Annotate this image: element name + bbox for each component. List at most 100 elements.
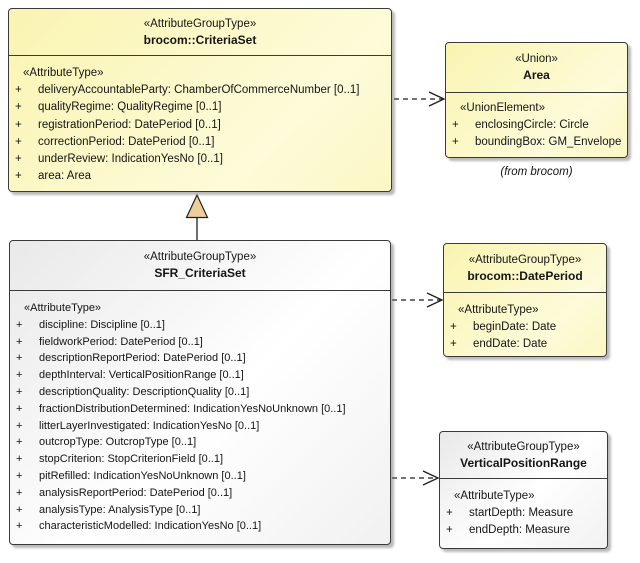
attribute-text: qualityRegime: QualityRegime [0..1] xyxy=(38,101,222,114)
attribute-section-stereotype: «AttributeType» xyxy=(23,67,104,79)
attribute-text: beginDate: Date xyxy=(473,321,557,333)
attribute-text: depthInterval: VerticalPositionRange [0.… xyxy=(39,369,244,382)
attribute-section-stereotype: «UnionElement» xyxy=(460,102,546,114)
attribute-row: + correctionPeriod: DatePeriod [0..1] xyxy=(9,134,389,151)
visibility-marker: + xyxy=(450,338,457,350)
attribute-text: stopCriterion: StopCriterionField [0..1] xyxy=(39,453,224,466)
class-box-brocom-dateperiod: «AttributeGroupType» brocom::DatePeriod … xyxy=(443,243,607,357)
attribute-text: litterLayerInvestigated: IndicationYesNo… xyxy=(39,419,260,432)
attribute-text: outcropType: OutcropType [0..1] xyxy=(39,436,197,449)
visibility-marker: + xyxy=(15,135,22,148)
class-stereotype: «AttributeGroupType» xyxy=(143,251,257,263)
visibility-marker: + xyxy=(16,486,23,499)
class-stereotype: «AttributeGroupType» xyxy=(468,253,582,266)
attribute-text: deliveryAccountableParty: ChamberOfComme… xyxy=(38,84,360,96)
attribute-row: +descriptionQuality: DescriptionQuality … xyxy=(10,384,388,401)
class-name: brocom::DatePeriod xyxy=(467,268,583,283)
attribute-row: + stopCriterion: StopCriterionField [0..1… xyxy=(10,451,388,468)
attribute-text: discipline: Discipline [0..1] xyxy=(39,318,165,331)
class-box-area: «Union» Area «UnionElement» + enclosingCi… xyxy=(445,42,628,158)
attribute-row: + registrationPeriod: DatePeriod [0..1] xyxy=(9,117,389,134)
attribute-compartment: «AttributeType» + startDepth: Measure + en… xyxy=(440,479,607,548)
visibility-marker: + xyxy=(15,153,22,166)
class-name: brocom::CriteriaSet xyxy=(143,32,257,47)
class-stereotype: «AttributeGroupType» xyxy=(467,440,580,453)
visibility-marker: + xyxy=(16,520,23,533)
class-box-sfr-criteriaset: «AttributeGroupType» SFR_CriteriaSet «At… xyxy=(9,240,391,545)
visibility-marker: + xyxy=(15,84,22,96)
attribute-row: + fieldworkPeriod: DatePeriod [0..1] xyxy=(10,334,388,351)
attribute-text: registrationPeriod: DatePeriod [0..1] xyxy=(38,118,221,131)
attribute-row: + analysisReportPeriod: DatePeriod [0..1] xyxy=(10,485,388,502)
dependency-arrow-area xyxy=(394,91,446,107)
attribute-row: + litterLayerInvestigated: IndicationYesN… xyxy=(10,418,388,435)
visibility-marker: + xyxy=(450,321,457,333)
attribute-row: + discipline: Discipline [0..1] xyxy=(10,317,388,334)
attribute-row: + beginDate: Date xyxy=(444,319,604,336)
visibility-marker: + xyxy=(16,369,23,382)
class-name: VerticalPositionRange xyxy=(460,455,587,470)
dependency-arrow-dateperiod xyxy=(392,292,444,308)
attribute-text: area: Area xyxy=(38,170,92,183)
attribute-row: + deliveryAccountableParty: ChamberOfComm… xyxy=(9,82,389,99)
class-stereotype: «Union» xyxy=(515,53,558,65)
visibility-marker: + xyxy=(16,335,23,348)
attribute-row: + fractionDistributionDetermined: Indicat… xyxy=(10,401,388,418)
attribute-text: boundingBox: GM_Envelope xyxy=(475,136,622,148)
attribute-section-stereotype: «AttributeType» xyxy=(458,304,539,316)
visibility-marker: + xyxy=(16,436,23,449)
attribute-row: + area: Area xyxy=(9,168,389,185)
attribute-text: fractionDistributionDetermined: Indicati… xyxy=(39,402,346,415)
attribute-text: endDate: Date xyxy=(473,338,548,350)
attribute-text: descriptionReportPeriod: DatePeriod [0..… xyxy=(39,352,246,365)
attribute-text: analysisReportPeriod: DatePeriod [0..1] xyxy=(39,486,233,499)
attribute-row: + pitRefilled: IndicationYesNoUnknown [0.… xyxy=(10,468,388,485)
visibility-marker: + xyxy=(16,503,23,516)
class-name: SFR_CriteriaSet xyxy=(154,266,246,280)
visibility-marker: + xyxy=(452,136,459,148)
visibility-marker: + xyxy=(15,118,22,131)
attribute-text: startDepth: Measure xyxy=(469,507,574,519)
visibility-marker: + xyxy=(16,318,23,331)
class-title: «AttributeGroupType» brocom::DatePeriod xyxy=(444,244,606,293)
attribute-text: underReview: IndicationYesNo [0..1] xyxy=(38,153,223,166)
visibility-marker: + xyxy=(16,419,23,432)
class-title: «AttributeGroupType» SFR_CriteriaSet xyxy=(10,241,390,291)
attribute-row: + analysisType: AnalysisType [0..1] xyxy=(10,502,388,519)
attribute-row: + endDepth: Measure xyxy=(440,522,605,539)
class-box-brocom-criteriaset: «AttributeGroupType» brocom::CriteriaSet… xyxy=(8,8,392,192)
visibility-marker: + xyxy=(16,402,23,415)
attribute-row: + depthInterval: VerticalPositionRange [0… xyxy=(10,367,388,384)
attribute-text: pitRefilled: IndicationYesNoUnknown [0..… xyxy=(39,469,246,482)
attribute-text: analysisType: AnalysisType [0..1] xyxy=(39,503,201,516)
visibility-marker: + xyxy=(15,101,22,114)
attribute-section-stereotype: «AttributeType» xyxy=(24,302,102,314)
attribute-row: + underReview: IndicationYesNo [0..1] xyxy=(9,151,389,168)
attribute-row: +descriptionReportPeriod: DatePeriod [0.… xyxy=(10,350,388,367)
visibility-marker: + xyxy=(16,469,23,482)
visibility-marker: + xyxy=(446,507,453,519)
attribute-text: endDepth: Measure xyxy=(469,524,571,536)
attribute-text: correctionPeriod: DatePeriod [0..1] xyxy=(38,135,215,148)
attribute-compartment: «UnionElement» +enclosingCircle: Circle … xyxy=(446,93,627,157)
from-package-note: (from brocom) xyxy=(500,166,573,178)
attribute-text: fieldworkPeriod: DatePeriod [0..1] xyxy=(39,335,203,348)
attribute-row: + startDepth: Measure xyxy=(440,505,605,522)
visibility-marker: + xyxy=(452,119,459,131)
attribute-text: enclosingCircle: Circle xyxy=(475,119,589,131)
generalization-arrow xyxy=(185,193,209,241)
visibility-marker: + xyxy=(446,524,453,536)
class-title: «AttributeGroupType» brocom::CriteriaSet xyxy=(9,9,391,56)
attribute-row: + enclosingCircle: Circle xyxy=(446,117,625,134)
attribute-row: +characteristicModelled: IndicationYesNo… xyxy=(10,518,388,535)
attribute-text: descriptionQuality: DescriptionQuality [… xyxy=(39,385,250,398)
attribute-compartment: «AttributeType» + discipline: Discipline … xyxy=(10,291,390,544)
dependency-arrow-verticalpositionrange xyxy=(392,470,440,486)
visibility-marker: + xyxy=(16,453,23,466)
visibility-marker: + xyxy=(15,170,22,183)
attribute-row: + boundingBox: GM_Envelope xyxy=(446,134,625,151)
attribute-section-stereotype: «AttributeType» xyxy=(454,490,535,502)
attribute-row: + endDate: Date xyxy=(444,336,604,353)
class-name: Area xyxy=(523,68,550,82)
class-stereotype: «AttributeGroupType» xyxy=(143,17,257,30)
